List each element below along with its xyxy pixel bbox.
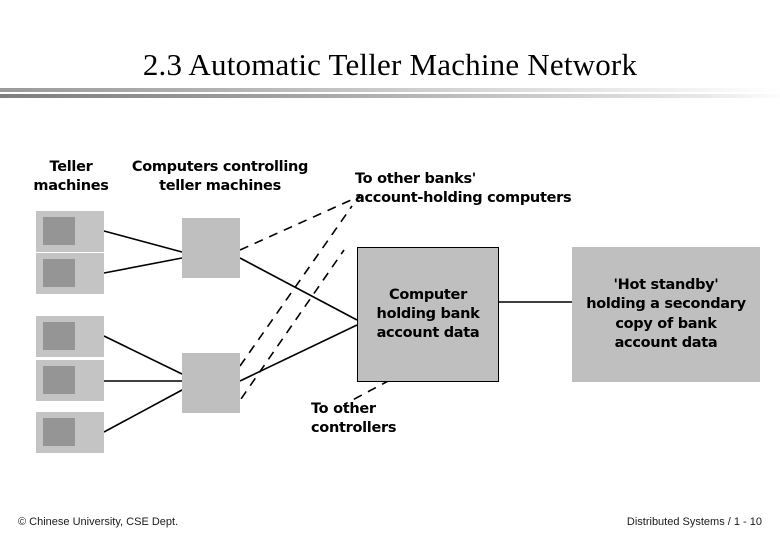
bank-account-computer-box: Computer holding bank account data — [357, 247, 499, 382]
footer-slide-number: Distributed Systems / 1 - 10 — [626, 516, 762, 528]
teller-screen-icon — [43, 217, 75, 245]
teller-machine-3 — [36, 316, 104, 357]
teller-screen-icon — [43, 259, 75, 287]
label-computers-controlling: Computers controlling teller machines — [131, 159, 309, 195]
teller-machine-5 — [36, 412, 104, 453]
divider-gap — [0, 92, 780, 94]
teller-machine-2 — [36, 253, 104, 294]
divider-line-bottom — [0, 94, 780, 98]
teller-screen-icon — [43, 322, 75, 350]
bank-account-computer-label: Computer holding bank account data — [376, 286, 480, 342]
divider-line-top — [0, 88, 780, 92]
teller-screen-icon — [43, 366, 75, 394]
teller-controller-lower — [182, 353, 240, 413]
label-teller-machines: Teller machines — [33, 159, 109, 195]
teller-controller-upper — [182, 218, 240, 278]
hot-standby-box: 'Hot standby' holding a secondary copy o… — [572, 247, 760, 382]
teller-machine-1 — [36, 211, 104, 252]
teller-machine-4 — [36, 360, 104, 401]
hot-standby-label: 'Hot standby' holding a secondary copy o… — [586, 277, 746, 351]
footer-copyright: © Chinese University, CSE Dept. — [18, 516, 179, 528]
label-to-other-controllers: To other controllers — [311, 401, 397, 437]
teller-screen-icon — [43, 418, 75, 446]
label-to-other-banks: To other banks' account-holding computer… — [355, 171, 572, 207]
page-title: 2.3 Automatic Teller Machine Network — [142, 46, 638, 82]
